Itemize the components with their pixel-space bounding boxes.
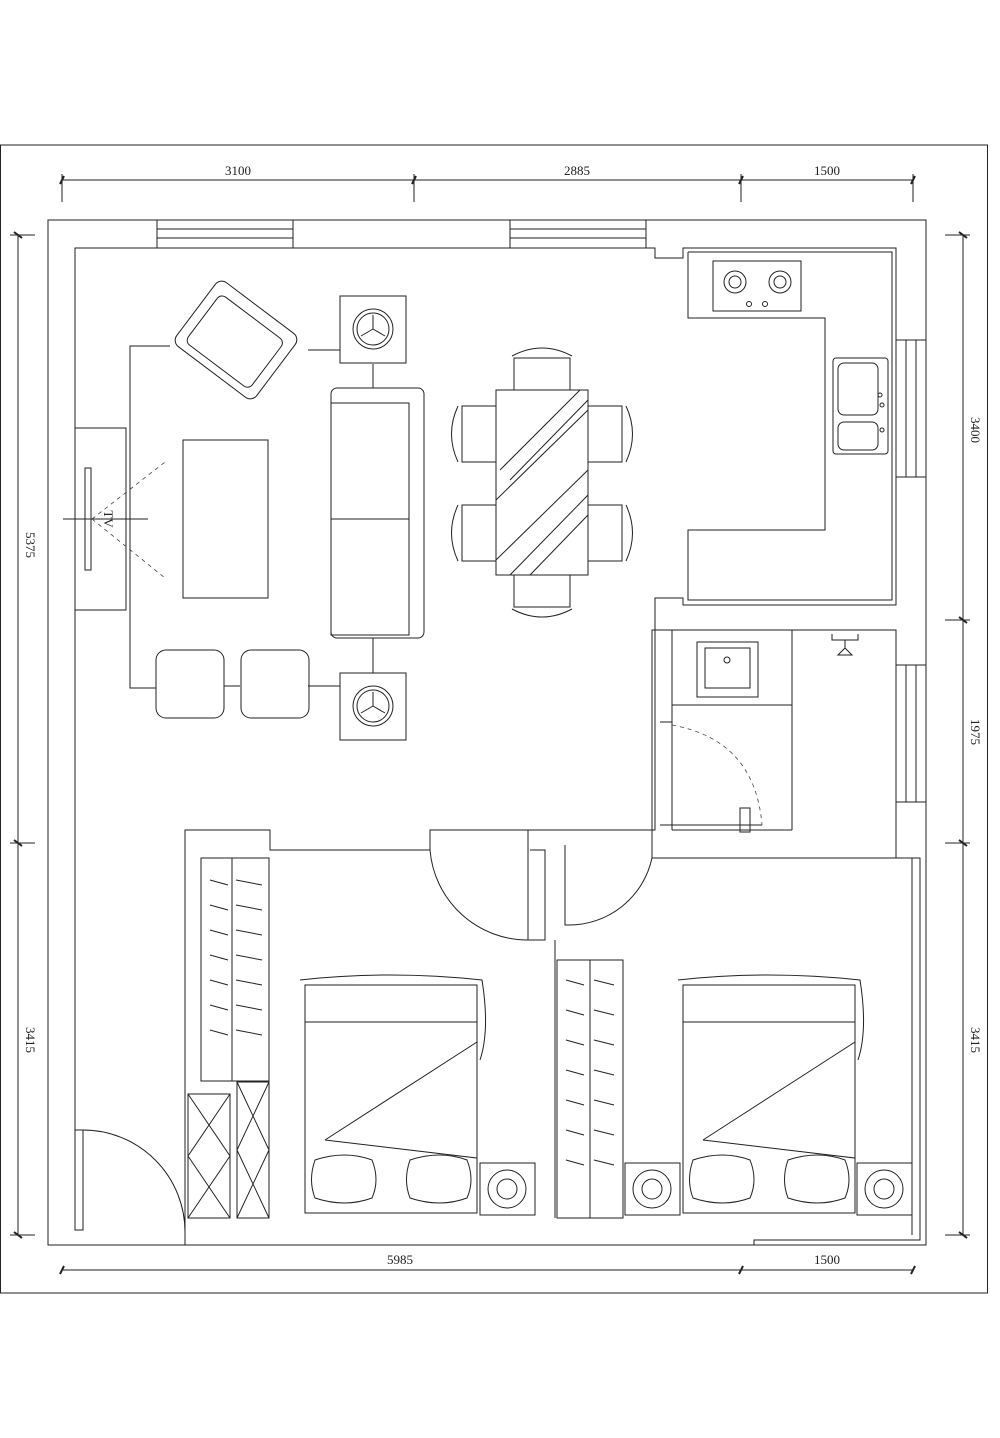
dim-top-2: 2885 (564, 163, 590, 178)
door-swing (429, 849, 529, 941)
armchair (174, 280, 298, 400)
tv-label: TV (101, 510, 116, 528)
door-swing (671, 724, 763, 826)
dim-right-3: 3415 (968, 1027, 983, 1053)
wardrobe (200, 857, 270, 1082)
bed (682, 984, 856, 1214)
bed (304, 984, 478, 1214)
door-swing (567, 857, 653, 926)
kitchen-counter (687, 251, 893, 601)
sink-icon (832, 357, 889, 455)
dim-bottom-1: 5985 (387, 1252, 413, 1267)
ottoman (240, 649, 310, 719)
side-table-lamp-icon (339, 672, 407, 741)
dim-top-1: 3100 (225, 163, 251, 178)
tv-cabinet: TV (63, 427, 166, 611)
sofa (330, 387, 425, 639)
coffee-table (182, 439, 269, 599)
side-table-lamp-icon (339, 295, 407, 364)
dining-table (451, 347, 633, 618)
dim-left-2: 3415 (23, 1027, 38, 1053)
dimension-top: 3100 2885 1500 (59, 163, 916, 202)
bedroom-2 (556, 857, 913, 1219)
dim-top-3: 1500 (814, 163, 840, 178)
shower-icon (831, 634, 859, 656)
dim-right-1: 3400 (968, 417, 983, 443)
ottoman (155, 649, 225, 719)
dimension-right: 3400 1975 3415 (945, 231, 983, 1239)
bedroom-1 (187, 849, 536, 1219)
dimension-left: 5375 3415 (10, 231, 38, 1239)
dimension-bottom: 5985 1500 (59, 1252, 916, 1275)
walls (47, 219, 927, 1246)
living-room-furniture (129, 280, 425, 741)
dim-right-2: 1975 (968, 719, 983, 745)
bathroom (660, 630, 859, 833)
stove-icon (712, 260, 802, 312)
drawing-frame (0, 144, 988, 1294)
windows (156, 219, 927, 803)
entry-door (74, 1129, 186, 1233)
dim-bottom-2: 1500 (814, 1252, 840, 1267)
washbasin-icon (696, 641, 759, 698)
dim-left-1: 5375 (23, 532, 38, 558)
